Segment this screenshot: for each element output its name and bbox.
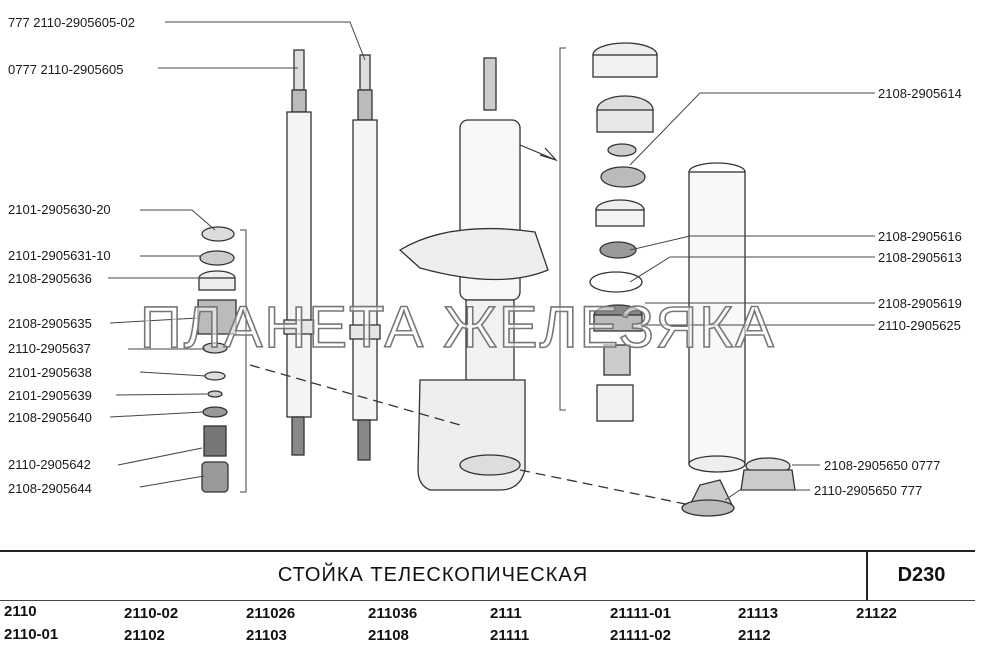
part-label: 2101-2905639 bbox=[8, 388, 92, 403]
title-divider bbox=[866, 552, 868, 600]
part-label: 2101-2905631-10 bbox=[8, 248, 111, 263]
parts-diagram: 777 2110-2905605-02 0777 2110-2905605 21… bbox=[8, 15, 962, 517]
model-code: 2110-01 bbox=[4, 626, 59, 643]
title-bar: СТОЙКА ТЕЛЕСКОПИЧЕСКАЯ D230 bbox=[0, 550, 975, 601]
model-code: 211026 bbox=[246, 605, 296, 622]
model-code: 21122 bbox=[856, 605, 897, 622]
part-label: 2108-2905635 bbox=[8, 316, 92, 331]
part-label: 2101-2905638 bbox=[8, 365, 92, 380]
part-label: 2110-2905650 777 bbox=[814, 483, 923, 498]
part-label: 2110-2905642 bbox=[8, 457, 91, 472]
model-code: 2112 bbox=[738, 627, 771, 644]
model-code: 2111 bbox=[490, 605, 522, 622]
part-label: 2108-2905616 bbox=[878, 229, 962, 244]
part-label: 2108-2905614 bbox=[878, 86, 962, 101]
model-code: 21103 bbox=[246, 627, 287, 644]
model-code: 2110-02 bbox=[124, 605, 179, 622]
part-label: 2108-2905644 bbox=[8, 481, 92, 496]
model-code: 211036 bbox=[368, 605, 418, 622]
part-label: 2108-2905636 bbox=[8, 271, 92, 286]
part-label: 2110-2905625 bbox=[878, 318, 961, 333]
page-title: СТОЙКА ТЕЛЕСКОПИЧЕСКАЯ bbox=[277, 564, 589, 586]
model-code: 21108 bbox=[368, 627, 409, 644]
part-label: 2108-2905640 bbox=[8, 410, 92, 425]
model-code: 21102 bbox=[124, 627, 165, 644]
exploded-view-drawing bbox=[108, 21, 875, 517]
part-label: 2101-2905630-20 bbox=[8, 202, 111, 217]
model-code: 21111-01 bbox=[610, 605, 671, 622]
part-label: 0777 2110-2905605 bbox=[8, 62, 124, 77]
model-code: 2110 bbox=[4, 603, 37, 620]
part-label: 2110-2905637 bbox=[8, 341, 91, 356]
part-label: 2108-2905619 bbox=[878, 296, 962, 311]
watermark-text: ПЛАНЕТА ЖЕЛЕЗЯКА bbox=[139, 294, 776, 361]
model-code: 21111 bbox=[490, 627, 530, 644]
model-code: 21111-02 bbox=[610, 627, 671, 644]
part-label: 777 2110-2905605-02 bbox=[8, 15, 135, 30]
model-code: 21113 bbox=[738, 605, 779, 622]
part-label: 2108-2905650 0777 bbox=[824, 458, 941, 473]
part-label: 2108-2905613 bbox=[878, 250, 962, 265]
page-code: D230 bbox=[897, 564, 946, 586]
